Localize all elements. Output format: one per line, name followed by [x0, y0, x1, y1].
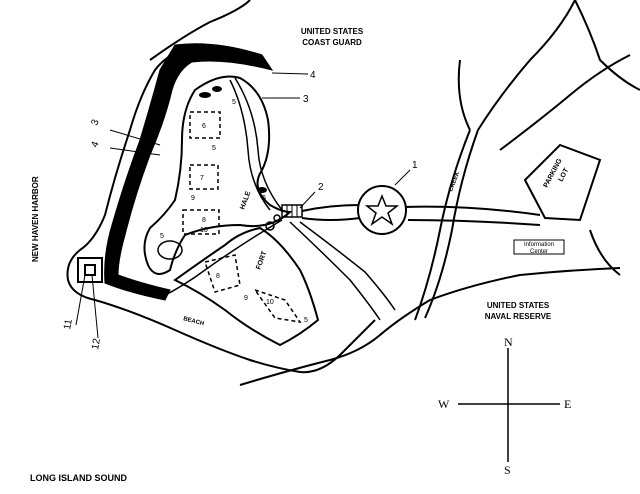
stream-3: [574, 0, 640, 91]
shoreline-south: [239, 267, 621, 386]
naval-reserve-label-1: UNITED STATES: [487, 301, 550, 310]
coast-guard-label-1: UNITED STATES: [301, 27, 364, 36]
callout-2: 2: [318, 182, 324, 193]
callout-lines: [75, 72, 411, 339]
feature-circle: [265, 221, 275, 231]
building-10: [253, 288, 302, 324]
site-number: 9: [244, 295, 248, 302]
road-hale-2: [234, 77, 283, 211]
boathouse-inner: [84, 264, 96, 276]
long-island-sound-label: LONG ISLAND SOUND: [30, 473, 128, 483]
callout-3-right: 3: [303, 94, 309, 105]
naval-reserve-label-2: NAVAL RESERVE: [485, 312, 552, 321]
building-7: [189, 164, 219, 190]
site-number: 9: [191, 195, 195, 202]
coast-guard-label-2: COAST GUARD: [302, 38, 362, 47]
feature-circle: [273, 214, 281, 222]
callout-11: 11: [62, 318, 75, 331]
callout-1: 1: [412, 160, 418, 171]
building-6: [189, 111, 221, 139]
site-number: 10: [200, 227, 208, 234]
island-shoreline: [66, 44, 376, 374]
feature-dot: [199, 92, 211, 98]
star-icon: [364, 193, 400, 226]
information-center-box: [513, 239, 565, 255]
creek-2: [424, 129, 479, 319]
callout-4-right: 4: [310, 70, 316, 81]
callout-3-left: 3: [89, 118, 101, 127]
main-road: [301, 204, 541, 216]
site-number: 6: [262, 195, 266, 202]
stream-2: [499, 54, 631, 151]
road-south-2: [299, 221, 396, 311]
coastline-north: [149, 0, 251, 61]
main-road-lower: [301, 217, 541, 226]
compass-n: N: [504, 335, 513, 349]
creek: [414, 129, 471, 321]
feature-dot: [257, 187, 267, 193]
site-number: 8: [216, 273, 220, 280]
fort-label: FORT: [255, 250, 268, 271]
site-number: 5: [212, 145, 216, 152]
fort-lower-boundary: [173, 226, 320, 347]
site-number: 7: [200, 175, 204, 182]
feature-dot: [212, 86, 222, 92]
site-number: 10: [266, 299, 274, 306]
beach-label: BEACH: [182, 316, 204, 327]
picnic-loop: [157, 240, 183, 260]
site-number: 5: [304, 317, 308, 324]
fort-hale-label: HALE: [239, 190, 252, 211]
road-south: [289, 221, 381, 321]
site-number: 5: [160, 233, 164, 240]
stream-1: [457, 0, 576, 131]
stream-4: [589, 229, 621, 276]
building-outlines: [182, 111, 302, 324]
boathouse: [77, 257, 103, 283]
info-center-label-2: Center: [530, 249, 548, 255]
compass-rose-icon: [458, 348, 560, 462]
site-number: 5: [232, 99, 236, 106]
parking-lot: [523, 143, 602, 222]
info-center-label-1: Information: [524, 242, 554, 248]
new-haven-harbor-label: NEW HAVEN HARBOR: [31, 176, 40, 262]
road-to-beach: [159, 219, 283, 299]
site-number: 8: [202, 217, 206, 224]
compass-w: W: [438, 397, 450, 411]
site-number: 6: [202, 123, 206, 130]
building-9: [204, 254, 241, 293]
compass-e: E: [564, 397, 571, 411]
callout-12: 12: [90, 337, 103, 350]
fort-hale-boundary: [143, 75, 293, 275]
callout-4-left: 4: [89, 140, 101, 149]
sea-wall: [104, 43, 274, 301]
compass-s: S: [504, 463, 511, 477]
parking-lot-label-2: LOT: [558, 167, 571, 183]
building-8: [182, 209, 220, 235]
road-hale: [229, 79, 271, 211]
